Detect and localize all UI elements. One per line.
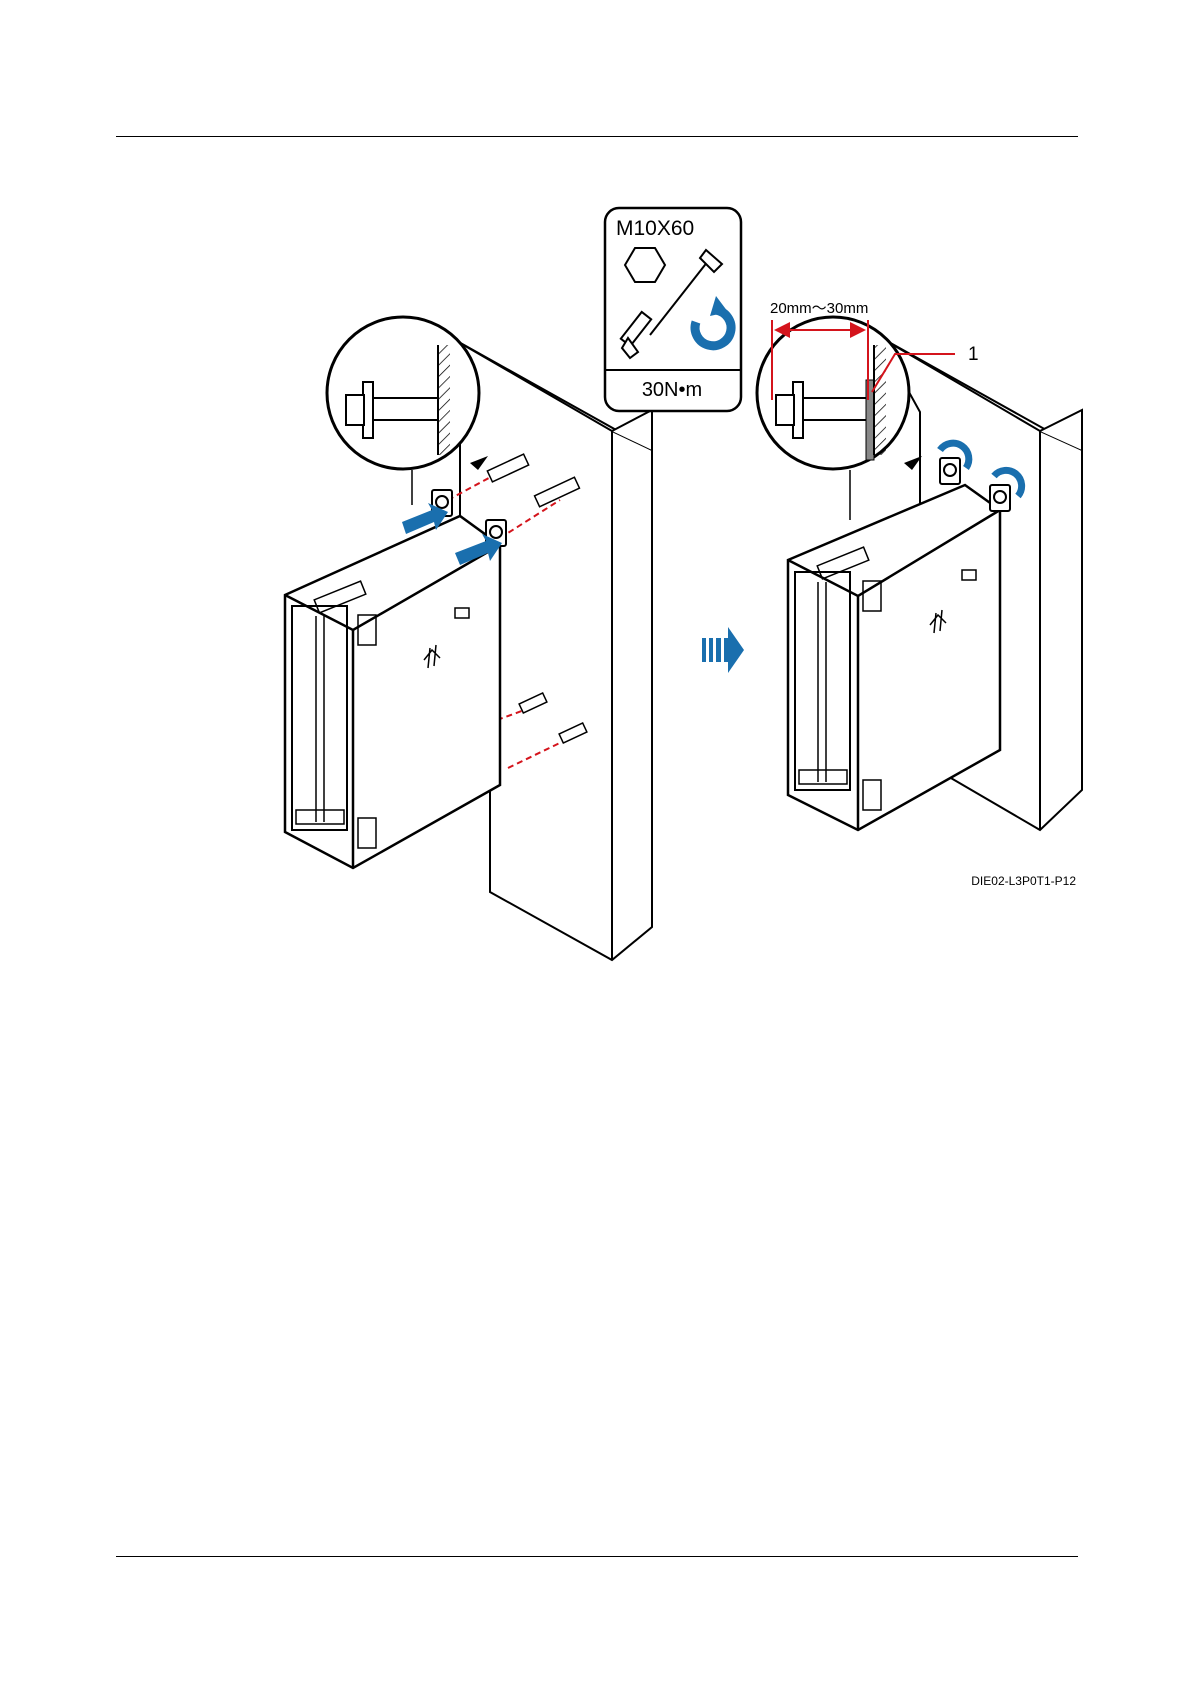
- torque-label: 30N•m: [642, 379, 702, 401]
- cabinet-left: [285, 516, 500, 868]
- right-step-illustration: [757, 317, 1082, 830]
- left-step-illustration: [285, 317, 652, 960]
- hex-nut-icon: [625, 248, 665, 282]
- next-step-arrow-icon: [702, 627, 744, 673]
- callout-number-1: 1: [968, 344, 979, 365]
- gap-dimension-label: 20mm～30mm: [770, 300, 868, 317]
- fastener-spec-label: M10X60: [616, 217, 694, 240]
- figure-code: DIE02-L3P0T1-P12: [971, 874, 1076, 888]
